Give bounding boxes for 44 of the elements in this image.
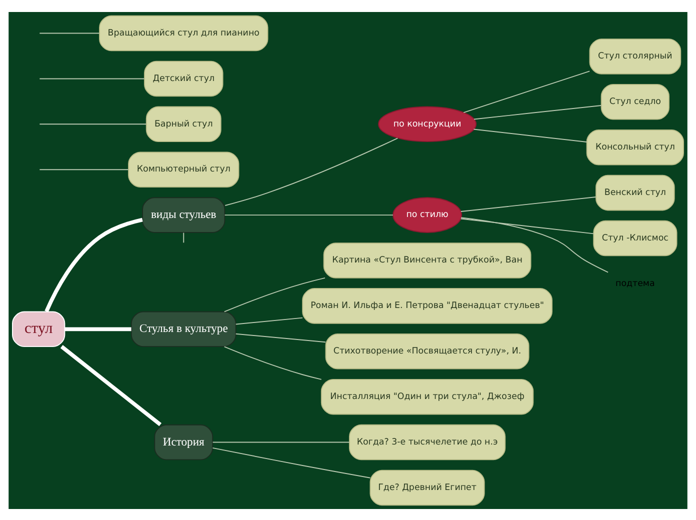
node-box: Инсталляция "Один и три стула", Джозеф	[320, 378, 534, 414]
node-box: История	[154, 424, 214, 460]
connector	[473, 104, 602, 120]
node-box: Консольный стул	[586, 128, 684, 165]
node-box: Стихотворение «Посвящается стулу», И.	[325, 333, 530, 369]
connector	[44, 217, 143, 312]
node-box: виды стульев	[142, 196, 226, 232]
connector	[39, 78, 145, 79]
connector	[39, 32, 100, 34]
connector	[463, 70, 590, 113]
node-box: Компьютерный стул	[128, 151, 240, 187]
connector	[460, 218, 594, 234]
node-box: Стул столярный	[589, 38, 682, 74]
connector	[60, 344, 162, 426]
node-text: подтема	[616, 278, 655, 288]
node-box: Где? Древний Египет	[370, 469, 485, 506]
node-box: Стулья в культуре	[130, 310, 236, 347]
node-box: Стул седло	[600, 84, 670, 120]
node-box: Вращающийся стул для пианино	[99, 14, 268, 51]
connector	[224, 137, 398, 206]
connector	[39, 168, 129, 170]
node-ellipse: по консрукции	[378, 106, 477, 142]
node-box: Детский стул	[144, 60, 224, 96]
connector	[224, 214, 394, 216]
connector	[212, 441, 350, 442]
connector	[235, 332, 326, 342]
node-box: Картина «Стул Винсента с трубкой», Ван	[323, 242, 532, 278]
node-box: Роман И. Ильфа и Е. Петрова "Двенадцат стульев"	[302, 288, 552, 324]
connector	[64, 326, 132, 331]
node-box: Барный стул	[146, 106, 222, 142]
connector	[460, 196, 596, 212]
node-box: Венский стул	[596, 174, 675, 210]
node-box: Когда? 3-е тысячелетие до н.э	[348, 424, 506, 460]
connector	[39, 123, 147, 124]
connector	[212, 446, 371, 478]
connector	[224, 346, 322, 380]
connector	[473, 128, 588, 142]
connector	[224, 276, 326, 312]
node-ellipse: по стилю	[392, 196, 462, 232]
node-box: Стул -Клисмос	[593, 220, 678, 256]
node-box: стул	[12, 310, 66, 347]
connector	[460, 216, 609, 272]
connector	[183, 232, 184, 243]
connector	[235, 316, 303, 324]
